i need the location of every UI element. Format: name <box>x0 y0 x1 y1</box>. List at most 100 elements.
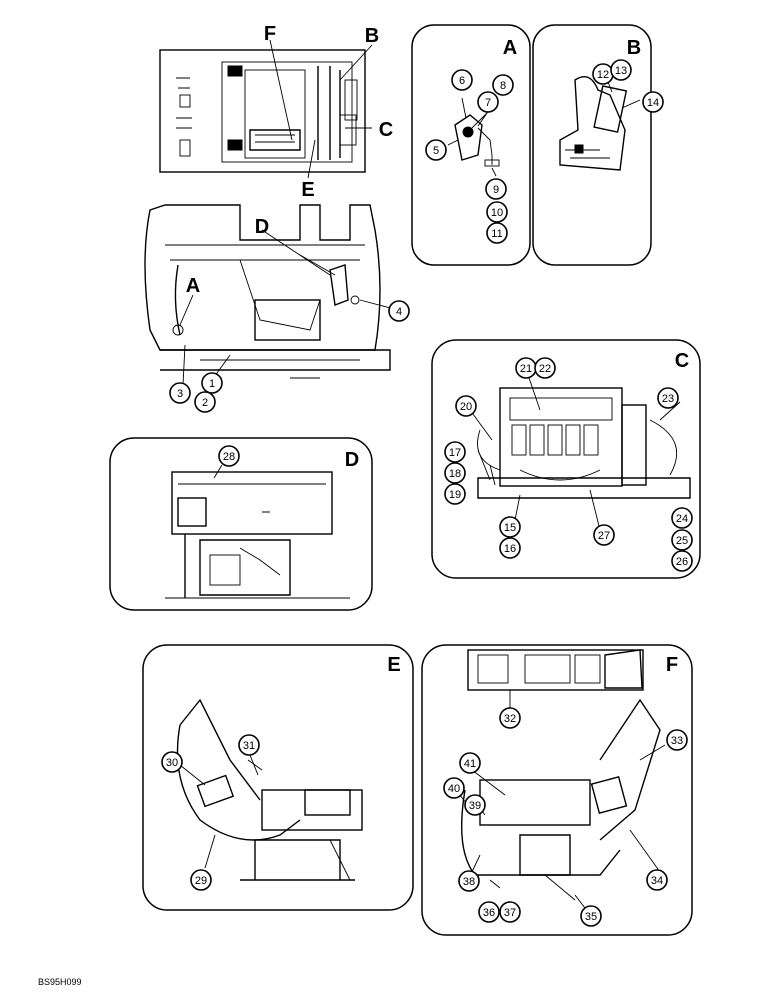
callout-25: 25 <box>671 529 693 551</box>
svg-text:39: 39 <box>469 800 481 812</box>
svg-text:17: 17 <box>449 447 461 459</box>
svg-text:30: 30 <box>166 757 178 769</box>
detail-c-drawing <box>469 371 691 531</box>
callout-20: 20 <box>455 395 477 417</box>
view-label-f-top: F <box>264 23 276 45</box>
svg-text:27: 27 <box>598 530 610 542</box>
callout-24: 24 <box>671 507 693 529</box>
callout-11: 11 <box>486 222 508 244</box>
callout-7: 7 <box>477 91 499 113</box>
svg-text:11: 11 <box>491 228 502 240</box>
svg-text:21: 21 <box>520 363 532 375</box>
svg-text:36: 36 <box>483 907 495 919</box>
callout-9: 9 <box>485 178 507 200</box>
svg-text:7: 7 <box>485 97 491 109</box>
svg-text:13: 13 <box>615 65 627 77</box>
svg-text:5: 5 <box>433 145 439 157</box>
svg-text:29: 29 <box>195 875 207 887</box>
svg-text:22: 22 <box>539 363 551 375</box>
svg-text:9: 9 <box>493 184 499 196</box>
cab-side-view <box>144 204 399 386</box>
svg-text:10: 10 <box>491 207 503 219</box>
view-label-b-top: B <box>365 25 379 47</box>
callout-33: 33 <box>666 729 688 751</box>
callout-29: 29 <box>190 869 212 891</box>
svg-text:33: 33 <box>671 735 683 747</box>
view-label-f-panel: F <box>666 654 678 676</box>
svg-text:19: 19 <box>449 489 461 501</box>
callout-17: 17 <box>444 441 466 463</box>
detail-panel-b <box>532 24 652 266</box>
callout-31: 31 <box>238 734 260 756</box>
callout-14: 14 <box>642 91 664 113</box>
callout-35: 35 <box>580 905 602 927</box>
detail-panel-d <box>109 437 373 611</box>
view-label-e-top: E <box>301 179 314 201</box>
svg-text:16: 16 <box>504 543 516 555</box>
svg-text:15: 15 <box>504 522 516 534</box>
callout-3: 3 <box>169 382 191 404</box>
svg-text:18: 18 <box>449 468 461 480</box>
callout-16: 16 <box>499 537 521 559</box>
view-label-a-cab: A <box>186 275 200 297</box>
view-label-d-cab: D <box>255 216 269 238</box>
callout-26: 26 <box>671 550 693 572</box>
callout-13: 13 <box>610 59 632 81</box>
svg-text:1: 1 <box>209 378 215 390</box>
svg-text:40: 40 <box>448 783 460 795</box>
callout-10: 10 <box>486 201 508 223</box>
callout-1: 1 <box>201 372 223 394</box>
svg-text:41: 41 <box>464 758 476 770</box>
callout-21: 21 <box>515 357 537 379</box>
callout-8: 8 <box>492 74 514 96</box>
detail-a-drawing <box>447 97 500 177</box>
callout-4: 4 <box>388 300 410 322</box>
callout-32: 32 <box>499 707 521 729</box>
detail-b-drawing <box>559 76 641 171</box>
detail-panel-e <box>142 644 414 911</box>
svg-text:2: 2 <box>202 397 208 409</box>
callout-28: 28 <box>218 445 240 467</box>
callout-38: 38 <box>458 870 480 892</box>
top-plan-view <box>159 39 373 179</box>
reference-code: BS95H099 <box>38 977 82 987</box>
svg-text:38: 38 <box>463 876 475 888</box>
view-label-d-panel: D <box>345 449 359 471</box>
svg-text:4: 4 <box>396 306 402 318</box>
svg-text:25: 25 <box>676 535 688 547</box>
callout-15: 15 <box>499 516 521 538</box>
callout-5: 5 <box>425 139 447 161</box>
svg-text:37: 37 <box>504 907 516 919</box>
callout-2: 2 <box>194 391 216 413</box>
svg-text:26: 26 <box>676 556 688 568</box>
svg-text:31: 31 <box>243 740 255 752</box>
svg-text:8: 8 <box>500 80 506 92</box>
svg-text:6: 6 <box>459 75 465 87</box>
svg-text:23: 23 <box>662 393 674 405</box>
detail-d-drawing <box>165 464 350 599</box>
callout-34: 34 <box>646 869 668 891</box>
svg-text:24: 24 <box>676 513 688 525</box>
svg-text:3: 3 <box>177 388 183 400</box>
svg-text:20: 20 <box>460 401 472 413</box>
callout-12: 12 <box>592 63 614 85</box>
svg-text:12: 12 <box>597 69 609 81</box>
svg-text:28: 28 <box>223 451 235 463</box>
callout-40: 40 <box>443 777 465 799</box>
callout-22: 22 <box>534 357 556 379</box>
svg-text:35: 35 <box>585 911 597 923</box>
view-label-b-panel: B <box>627 37 641 59</box>
callout-39: 39 <box>464 794 486 816</box>
callout-30: 30 <box>161 751 183 773</box>
callout-41: 41 <box>459 752 481 774</box>
callout-27: 27 <box>593 524 615 546</box>
view-label-c-top: C <box>379 119 393 141</box>
svg-text:14: 14 <box>647 97 659 109</box>
detail-panel-c <box>431 339 701 579</box>
view-label-a-panel: A <box>503 37 517 59</box>
view-label-e-panel: E <box>387 654 400 676</box>
svg-text:32: 32 <box>504 713 516 725</box>
callout-18: 18 <box>444 462 466 484</box>
callout-37: 37 <box>499 901 521 923</box>
